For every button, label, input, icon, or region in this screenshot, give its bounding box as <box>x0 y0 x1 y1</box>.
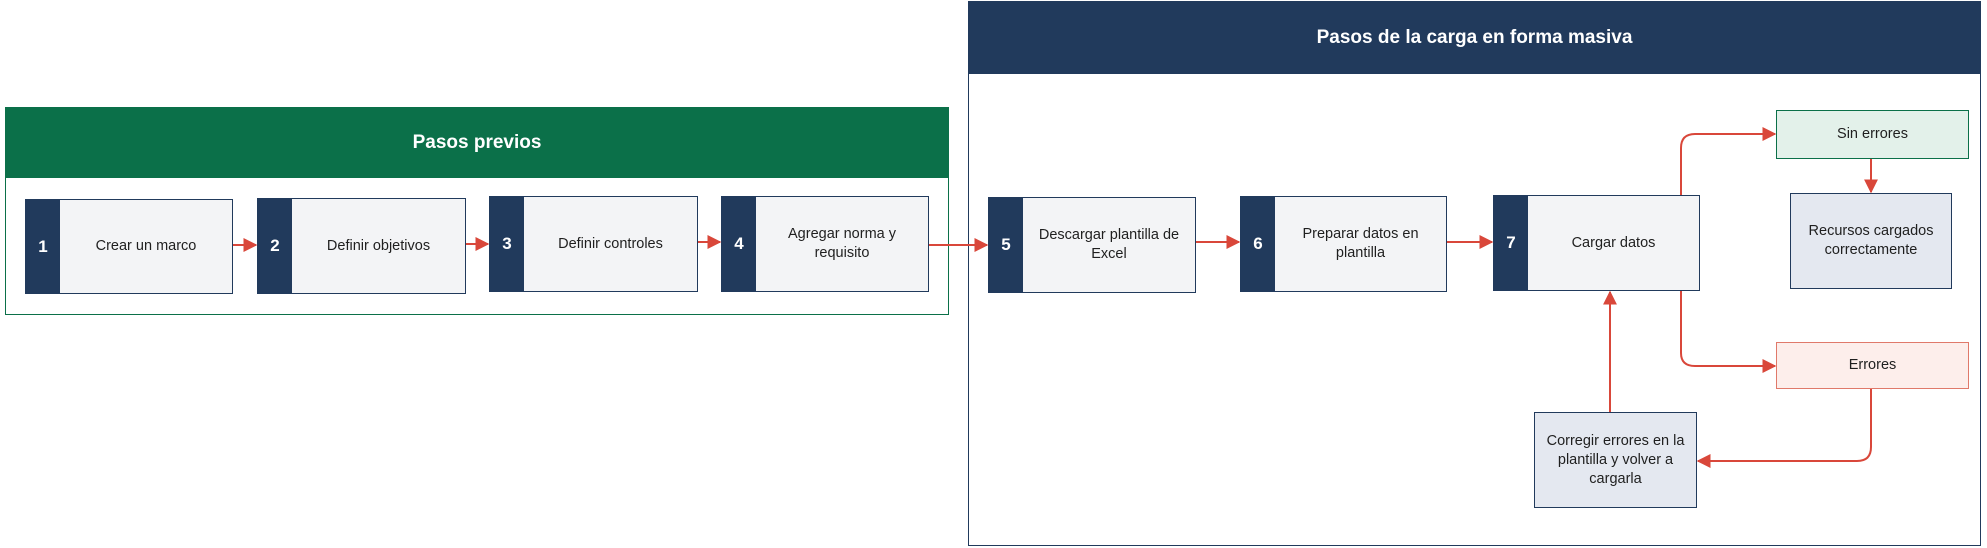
step-4-number: 4 <box>722 197 756 291</box>
previous-steps-title: Pasos previos <box>6 108 948 178</box>
step-7-label: Cargar datos <box>1571 234 1656 251</box>
step-5-box: 5 Descargar plantilla de Excel <box>988 197 1196 293</box>
step-2-number: 2 <box>258 199 292 293</box>
step-3-label: Definir controles <box>558 235 663 252</box>
step-3-number: 3 <box>490 197 524 291</box>
step-3-box: 3 Definir controles <box>489 196 698 292</box>
step-5-label: Descargar plantilla de Excel <box>1038 227 1180 262</box>
previous-steps-panel: Pasos previos <box>5 107 949 315</box>
resources-loaded-box: Recursos cargados correctamente <box>1790 193 1952 289</box>
no-errors-box: Sin errores <box>1776 110 1969 159</box>
step-1-box: 1 Crear un marco <box>25 199 233 294</box>
errors-box: Errores <box>1776 342 1969 389</box>
fix-errors-box: Corregir errores en la plantilla y volve… <box>1534 412 1697 508</box>
step-2-label: Definir objetivos <box>326 237 431 254</box>
step-6-number: 6 <box>1241 197 1275 291</box>
step-7-box: 7 Cargar datos <box>1493 195 1700 291</box>
step-2-box: 2 Definir objetivos <box>257 198 466 294</box>
bulk-upload-steps-panel: Pasos de la carga en forma masiva <box>968 1 1981 546</box>
step-6-box: 6 Preparar datos en plantilla <box>1240 196 1447 292</box>
step-1-label: Crear un marco <box>95 238 197 254</box>
step-5-number: 5 <box>989 198 1023 292</box>
step-6-label: Preparar datos en plantilla <box>1302 226 1419 261</box>
step-4-label: Agregar norma y requisito <box>788 226 896 261</box>
step-1-number: 1 <box>26 200 60 293</box>
step-7-number: 7 <box>1494 196 1528 290</box>
step-4-box: 4 Agregar norma y requisito <box>721 196 929 292</box>
bulk-upload-steps-title: Pasos de la carga en forma masiva <box>969 2 1980 74</box>
